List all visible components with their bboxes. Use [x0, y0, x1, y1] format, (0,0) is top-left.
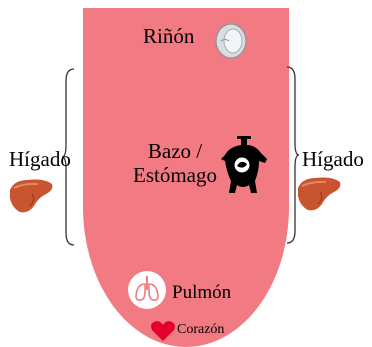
right-brace [283, 65, 299, 245]
liver-right-icon [296, 174, 342, 214]
stomach-icon [219, 135, 269, 197]
lung-label: Pulmón [172, 282, 231, 303]
stomach-label-line1: Bazo / [122, 140, 228, 164]
lung-icon [127, 270, 167, 310]
heart-icon [150, 320, 176, 342]
liver-left-icon [8, 176, 54, 216]
kidney-icon [214, 22, 248, 60]
stomach-label-line2: Estómago [122, 164, 228, 188]
liver-right-label: Hígado [302, 148, 364, 172]
liver-left-label: Hígado [9, 148, 71, 172]
kidney-label: Riñón [143, 25, 194, 49]
heart-label: Corazón [177, 322, 224, 338]
stomach-label: Bazo / Estómago [122, 140, 228, 187]
